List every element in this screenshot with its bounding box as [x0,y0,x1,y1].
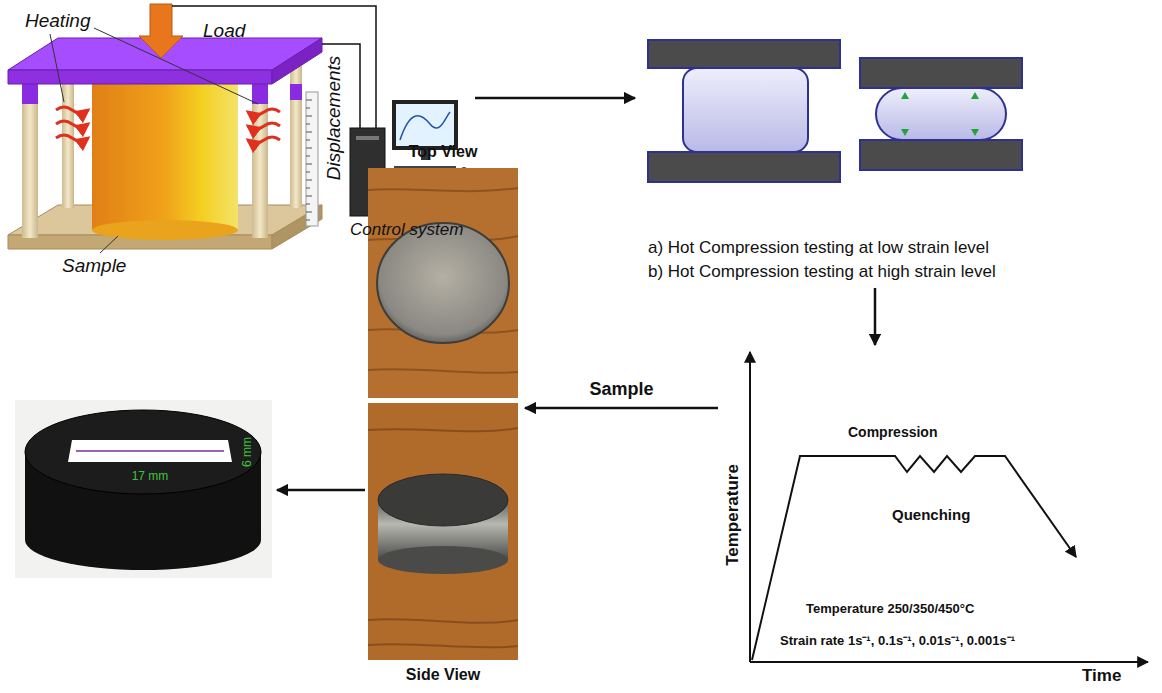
text-label: Top View [409,143,478,161]
schematic-panel: a) Hot Compression testing at low strain… [635,30,1155,288]
heating-arrow [56,121,88,127]
pillar-cap [290,84,302,100]
heating-arrow [56,135,88,141]
machine-panel: Heating LoadDisplacementsControl systemSa… [5,0,475,290]
scale-ticks [306,100,312,220]
text-label: a) Hot Compression testing at low strain… [648,238,989,258]
cut-slot [68,440,232,462]
flow-marker [901,92,909,99]
text-label: Strain rate 1s⁻¹, 0.1s⁻¹, 0.01s⁻¹, 0.001… [780,634,1015,649]
text-label: Side View [406,666,480,684]
heating-arrow [248,137,280,143]
text-label: Load [203,20,245,42]
heating-arrow [248,109,280,115]
x-axis [750,661,1148,663]
monitor [392,100,458,150]
photo-panel: Top ViewSide View [365,140,525,690]
text-label: Control system [350,220,463,240]
photo-side-view [368,403,518,660]
text-label: 6 mm [241,437,255,467]
top-plate [8,70,272,84]
screen-curve [400,112,450,140]
die [860,58,1022,88]
dimension-line [76,450,224,452]
sample-cylinder [92,220,238,240]
die [648,40,840,68]
pillar [290,50,302,208]
specimen [876,88,1006,140]
photo-cut-sample [15,400,272,578]
load-arrow [139,4,183,58]
flow-marker [971,92,979,99]
specimen [683,68,808,152]
signal-wire [172,6,376,128]
leader-line [50,34,64,102]
graph-panel: CompressionQuenchingTemperature 250/350/… [718,345,1155,691]
cut-sample-panel: 17 mm 6 mm [12,395,277,585]
displacement-scale [306,92,318,226]
pillar-cap [22,84,38,104]
flow-marker [971,129,979,136]
wood-grain [368,188,518,373]
text-label: b) Hot Compression testing at high strai… [648,262,996,282]
heating-arrow [248,123,280,129]
wood-grain [368,428,518,647]
pillar-cap [252,84,268,104]
sample-side [378,546,508,574]
flow-marker [901,129,909,136]
text-label: Compression [848,424,937,440]
text-label: Displacements [323,56,345,181]
photo-top-view [368,168,518,398]
edge-label: Sample [586,379,656,400]
flow-arrow [874,288,877,345]
text-label: Heating [25,10,91,32]
text-label: Temperature 250/350/450°C [806,602,974,617]
process-curve [752,456,1076,660]
sample-side [378,474,508,526]
flow-arrow [277,489,365,492]
leader-line [100,236,118,253]
heating-arrow [56,107,88,113]
sample-disc [377,223,509,343]
text-label: Temperature [723,464,743,566]
text-label: Sample [62,255,126,277]
computer-tower [356,136,379,140]
pillar [22,78,38,238]
die [860,140,1022,170]
text-label: Quenching [892,506,970,523]
y-axis [749,352,751,662]
text-label: Time [1082,666,1121,686]
text-label: 17 mm [132,470,169,484]
flow-arrow [525,407,718,410]
cut-sample [25,510,261,570]
cut-sample [25,410,261,494]
flow-arrow [475,97,635,100]
top-plate [272,38,322,84]
die [648,152,840,182]
monitor-screen [396,104,454,146]
sample-cylinder [92,80,238,230]
